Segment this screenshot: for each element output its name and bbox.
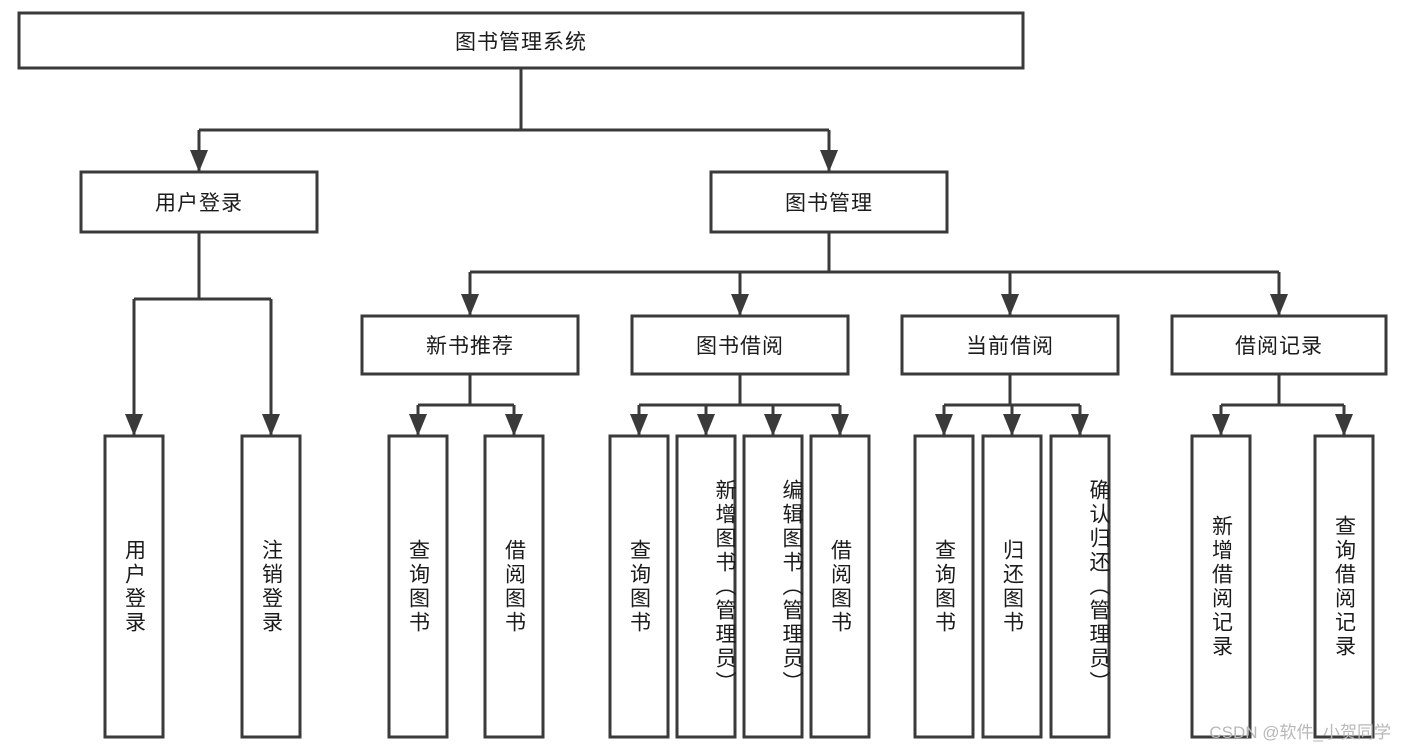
node-box-注销登录[interactable]: [240, 434, 302, 739]
node-box-借阅记录[interactable]: [1170, 314, 1388, 376]
arrow-head-icon: [820, 150, 838, 172]
node-box-借阅图书[interactable]: [483, 434, 545, 739]
node-box-用户登录[interactable]: [79, 170, 319, 234]
node-box-确认归还管理员[interactable]: [1049, 434, 1111, 739]
node-box-用户登录[interactable]: [103, 434, 165, 739]
node-box-借阅图书[interactable]: [809, 434, 871, 739]
arrow-head-icon: [1001, 294, 1019, 316]
node-box-layer: [17, 11, 1388, 739]
arrow-head-icon: [630, 414, 648, 436]
arrow-head-icon: [125, 414, 143, 436]
arrow-head-icon: [1212, 414, 1230, 436]
connector-layer: [125, 68, 1353, 436]
arrow-head-icon: [409, 414, 427, 436]
node-box-查询图书[interactable]: [913, 434, 975, 739]
node-box-新增图书管理员[interactable]: [675, 434, 737, 739]
node-box-查询图书[interactable]: [608, 434, 670, 739]
node-box-查询图书[interactable]: [387, 434, 449, 739]
arrow-head-icon: [1003, 414, 1021, 436]
node-box-新书推荐[interactable]: [360, 314, 580, 376]
node-box-图书借阅[interactable]: [630, 314, 850, 376]
arrow-head-icon: [461, 294, 479, 316]
arrow-head-icon: [831, 414, 849, 436]
arrow-head-icon: [731, 294, 749, 316]
node-box-查询借阅记录[interactable]: [1313, 434, 1375, 739]
arrow-head-icon: [505, 414, 523, 436]
arrow-head-icon: [697, 414, 715, 436]
arrow-head-icon: [190, 150, 208, 172]
node-box-图书管理[interactable]: [709, 170, 949, 234]
arrow-head-icon: [262, 414, 280, 436]
arrow-head-icon: [764, 414, 782, 436]
node-box-编辑图书管理员[interactable]: [742, 434, 804, 739]
arrow-head-icon: [1270, 294, 1288, 316]
node-box-当前借阅[interactable]: [900, 314, 1120, 376]
node-box-新增借阅记录[interactable]: [1190, 434, 1252, 739]
arrow-head-icon: [935, 414, 953, 436]
node-box-归还图书[interactable]: [981, 434, 1043, 739]
arrow-head-icon: [1071, 414, 1089, 436]
arrow-head-icon: [1335, 414, 1353, 436]
node-box-图书管理系统[interactable]: [17, 11, 1025, 70]
